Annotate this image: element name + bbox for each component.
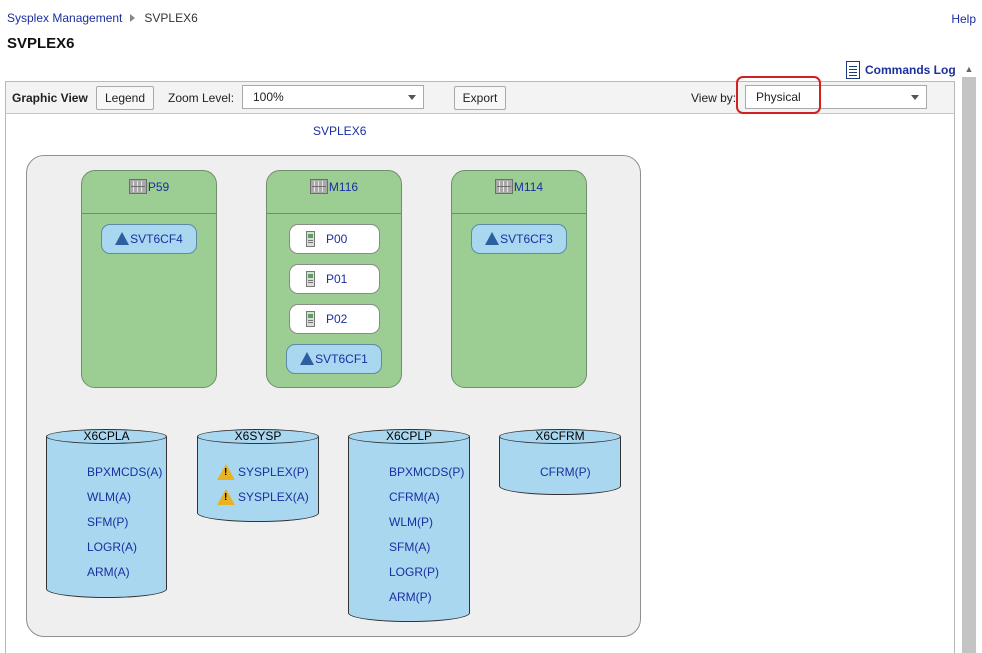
dataset-item[interactable]: CFRM(A) [389,489,440,504]
lpar-name: P01 [326,272,348,286]
warning-icon: ! [217,463,235,480]
dataset-x6cfrm[interactable]: X6CFRM CFRM(P) [499,429,621,495]
lpar-icon [306,311,315,327]
commands-log-link[interactable]: Commands Log [846,61,956,79]
document-icon [846,61,860,79]
view-by-label: View by: [691,91,737,105]
cec-box-m116[interactable]: M116 P00 P01 P02 SVT6CF1 [266,170,402,388]
lpar-icon [306,271,315,287]
dataset-x6sysp[interactable]: X6SYSP ! SYSPLEX(P) ! SYSPLEX(A) [197,429,319,522]
breadcrumb-current: SVPLEX6 [144,11,198,25]
cf-name: SVT6CF4 [130,232,183,246]
cf-name: SVT6CF3 [500,232,553,246]
cec-icon [494,179,513,194]
breadcrumb: Sysplex Management SVPLEX6 [7,11,198,25]
lpar-icon [306,231,315,247]
dataset-item[interactable]: SFM(P) [87,514,129,529]
page-title: SVPLEX6 [7,35,75,52]
commands-log-label: Commands Log [865,63,956,77]
dataset-item[interactable]: ! SYSPLEX(P) [197,459,319,484]
chevron-down-icon [911,95,919,100]
cf-name: SVT6CF1 [315,352,368,366]
coupling-facility-svt6cf1[interactable]: SVT6CF1 [286,344,382,374]
graphic-view-label: Graphic View [12,91,88,105]
cec-box-p59[interactable]: P59 SVT6CF4 [81,170,217,388]
dataset-item[interactable]: LOGR(P) [389,564,440,579]
cec-name[interactable]: P59 [147,179,170,194]
coupling-facility-svt6cf3[interactable]: SVT6CF3 [471,224,567,254]
dataset-x6cpla[interactable]: X6CPLA BPXMCDS(A) WLM(A) SFM(P) LOGR(A) … [46,429,167,598]
cec-name[interactable]: M116 [328,179,359,194]
coupling-facility-icon [115,231,130,245]
dataset-item[interactable]: BPXMCDS(P) [389,464,465,479]
cec-icon [128,179,147,194]
dataset-x6cplp[interactable]: X6CPLP BPXMCDS(P) CFRM(A) WLM(P) SFM(A) … [348,429,470,622]
divider [82,213,216,214]
view-by-highlight-ring [736,76,821,114]
cec-icon [309,179,328,194]
dataset-item[interactable]: ARM(A) [87,564,130,579]
scrollbar-thumb[interactable] [962,77,976,653]
lpar-name: P00 [326,232,348,246]
dataset-item[interactable]: SFM(A) [389,539,431,554]
lpar-p00[interactable]: P00 [289,224,380,254]
chevron-down-icon [408,95,416,100]
toolbar: Graphic View Legend Zoom Level: 100% Exp… [6,82,954,114]
cec-box-m114[interactable]: M114 SVT6CF3 [451,170,587,388]
lpar-name: P02 [326,312,348,326]
zoom-level-value: 100% [253,90,284,104]
legend-button[interactable]: Legend [96,86,154,110]
dataset-item[interactable]: WLM(P) [389,514,433,529]
warning-icon: ! [217,488,235,505]
dataset-name: X6CPLP [385,429,433,443]
coupling-facility-icon [300,351,315,365]
dataset-name: X6CFRM [535,429,585,443]
view-by-value: Physical [756,90,801,104]
dataset-item[interactable]: ! SYSPLEX(A) [197,484,319,509]
zoom-level-label: Zoom Level: [168,91,235,105]
dataset-item[interactable]: BPXMCDS(A) [87,464,163,479]
lpar-p01[interactable]: P01 [289,264,380,294]
dataset-item[interactable]: LOGR(A) [87,539,138,554]
coupling-facility-icon [485,231,500,245]
help-link[interactable]: Help [951,12,976,26]
breadcrumb-separator-icon [130,14,136,22]
dataset-name: X6SYSP [234,429,282,443]
dataset-item[interactable]: ARM(P) [389,589,432,604]
coupling-facility-svt6cf4[interactable]: SVT6CF4 [101,224,197,254]
dataset-name: X6CPLA [83,429,130,443]
dataset-item[interactable]: CFRM(P) [540,464,591,479]
divider [267,213,401,214]
view-by-select[interactable]: Physical [745,85,927,109]
scroll-up-arrow-icon[interactable]: ▲ [964,64,974,74]
divider [452,213,586,214]
zoom-level-select[interactable]: 100% [242,85,424,109]
breadcrumb-sysplex-management[interactable]: Sysplex Management [7,11,123,25]
export-button[interactable]: Export [454,86,506,110]
sysplex-title[interactable]: SVPLEX6 [313,124,367,138]
lpar-p02[interactable]: P02 [289,304,380,334]
cec-name[interactable]: M114 [513,179,544,194]
dataset-item[interactable]: WLM(A) [87,489,131,504]
